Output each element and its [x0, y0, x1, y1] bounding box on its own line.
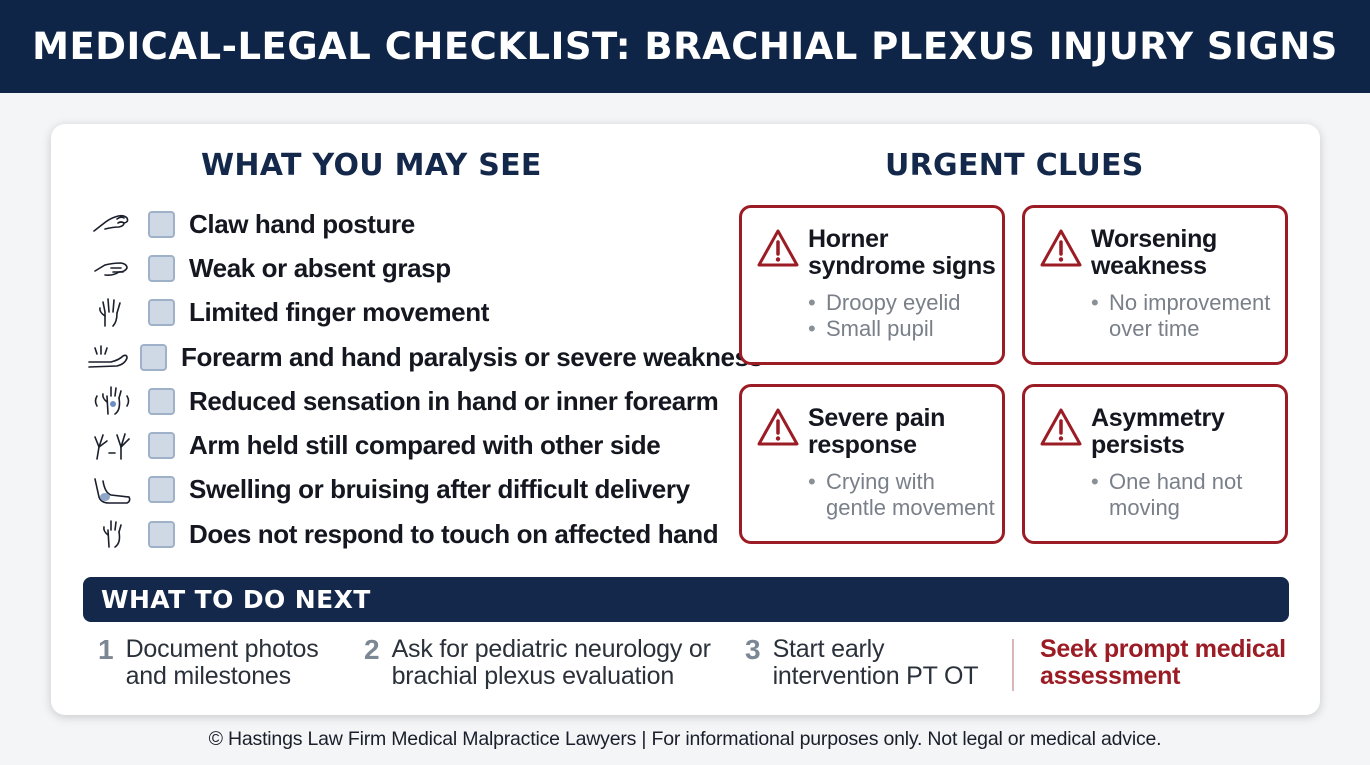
clue-box: Severe pain response Crying with gentle …: [739, 384, 1005, 544]
check-item: Swelling or bruising after difficult del…: [87, 468, 727, 512]
check-label: Does not respond to touch on affected ha…: [189, 518, 719, 549]
check-item: Limited finger movement: [87, 291, 727, 335]
clue-title: Worsening weakness: [1091, 225, 1218, 280]
check-item: Arm held still compared with other side: [87, 423, 727, 467]
check-label: Swelling or bruising after difficult del…: [189, 474, 690, 505]
what-you-may-see-title: WHAT YOU MAY SEE: [201, 148, 542, 183]
checkbox[interactable]: [148, 520, 175, 548]
check-item: Weak or absent grasp: [87, 246, 727, 290]
check-label: Weak or absent grasp: [189, 252, 451, 283]
check-item: Reduced sensation in hand or inner forea…: [87, 379, 727, 423]
check-item: Claw hand posture: [87, 202, 727, 246]
header-banner: MEDICAL-LEGAL CHECKLIST: BRACHIAL PLEXUS…: [0, 0, 1370, 93]
clue-bullets: No improvement over time: [1091, 290, 1281, 342]
clue-title: Horner syndrome signs: [808, 225, 996, 280]
arms-comparison-icon: [87, 426, 137, 466]
checklist-card: WHAT YOU MAY SEE URGENT CLUES Claw hand …: [51, 124, 1320, 715]
footer-disclaimer: © Hastings Law Firm Medical Malpractice …: [208, 728, 1162, 750]
step-text: Start early intervention PT OT: [772, 635, 979, 690]
step-number: 2: [364, 634, 380, 665]
arm-paralysis-icon: [87, 337, 129, 377]
check-label: Reduced sensation in hand or inner forea…: [189, 385, 719, 416]
clue-bullets: Crying with gentle movement: [808, 469, 998, 521]
clue-box: Horner syndrome signs Droopy eyelid Smal…: [739, 205, 1005, 365]
clue-bullets: One hand not moving: [1091, 469, 1281, 521]
what-to-do-next-title: WHAT TO DO NEXT: [101, 585, 371, 614]
clue-bullet: No improvement over time: [1091, 290, 1281, 342]
checkbox[interactable]: [148, 299, 175, 327]
checkbox[interactable]: [148, 432, 175, 460]
touch-hand-icon: [87, 514, 137, 554]
step-text: Document photos and milestones: [125, 635, 319, 690]
check-item: Does not respond to touch on affected ha…: [87, 512, 727, 556]
clue-bullets: Droopy eyelid Small pupil: [808, 290, 998, 342]
claw-hand-icon: [87, 204, 137, 244]
divider: [1012, 639, 1014, 691]
step-item: 3 Start early intervention PT OT: [745, 636, 988, 690]
check-label: Forearm and hand paralysis or severe wea…: [181, 341, 763, 372]
sensation-hand-icon: [87, 381, 137, 421]
page-title: MEDICAL-LEGAL CHECKLIST: BRACHIAL PLEXUS…: [32, 25, 1338, 68]
step-item: 2 Ask for pediatric neurology or brachia…: [364, 636, 722, 690]
step-text: Ask for pediatric neurology or brachial …: [391, 635, 711, 690]
clue-bullet: One hand not moving: [1091, 469, 1281, 521]
check-label: Limited finger movement: [189, 297, 489, 328]
step-number: 3: [745, 634, 761, 665]
bruised-arm-icon: [87, 470, 137, 510]
check-item: Forearm and hand paralysis or severe wea…: [87, 335, 763, 379]
step-number: 1: [98, 634, 114, 665]
clue-bullet: Crying with gentle movement: [808, 469, 998, 521]
checkbox[interactable]: [148, 254, 175, 282]
checkbox[interactable]: [148, 387, 175, 415]
weak-grasp-icon: [87, 248, 137, 288]
check-label: Arm held still compared with other side: [189, 430, 661, 461]
seek-assessment-text: Seek prompt medical assessment: [1040, 635, 1286, 690]
clue-box: Asymmetry persists One hand not moving: [1022, 384, 1288, 544]
checkbox[interactable]: [148, 476, 175, 504]
warning-icon: [1040, 229, 1082, 267]
step-item: 1 Document photos and milestones: [98, 636, 336, 690]
checkbox[interactable]: [148, 210, 175, 238]
warning-icon: [757, 408, 799, 446]
checkbox[interactable]: [140, 343, 167, 371]
clue-bullet: Droopy eyelid: [808, 290, 998, 316]
clue-bullet: Small pupil: [808, 316, 998, 342]
warning-icon: [1040, 408, 1082, 446]
clue-title: Asymmetry persists: [1091, 404, 1225, 459]
urgent-clues-title: URGENT CLUES: [885, 148, 1144, 183]
clue-box: Worsening weakness No improvement over t…: [1022, 205, 1288, 365]
finger-movement-icon: [87, 293, 137, 333]
what-to-do-next-bar: WHAT TO DO NEXT: [83, 577, 1289, 622]
symptom-checklist: Claw hand posture Weak or absent grasp: [87, 202, 763, 556]
clue-title: Severe pain response: [808, 404, 946, 459]
check-label: Claw hand posture: [189, 208, 415, 239]
warning-icon: [757, 229, 799, 267]
